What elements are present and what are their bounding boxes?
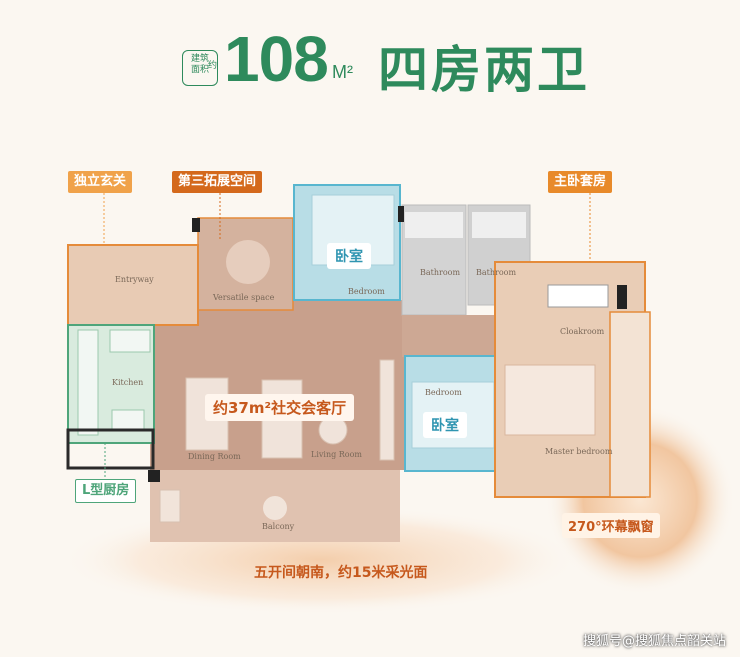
room-label-versatile: Versatile space bbox=[213, 293, 275, 302]
room-label-dining: Dining Room bbox=[188, 452, 241, 461]
callout-entry: 独立玄关 bbox=[68, 171, 133, 193]
area-tag-line1: 建筑 bbox=[190, 54, 209, 64]
callout-kitchen: L型厨房 bbox=[75, 479, 137, 503]
room-label-bathroom-1: Bathroom bbox=[420, 268, 461, 277]
page-title: 四房两卫 bbox=[378, 41, 590, 99]
callout-third-room: 第三拓展空间 bbox=[172, 171, 263, 193]
room-label-cloakroom: Cloakroom bbox=[560, 327, 605, 336]
bay-window-label: 270°环幕飘窗 bbox=[562, 513, 660, 538]
room-label-bedroom-top: Bedroom bbox=[348, 287, 385, 296]
room-label-kitchen: Kitchen bbox=[112, 378, 144, 387]
living-room-highlight: 约37m²社交会客厅 bbox=[205, 394, 355, 421]
watermark: 搜狐号@搜狐焦点韶关站 bbox=[582, 634, 726, 649]
room-label-bathroom-2: Bathroom bbox=[476, 268, 517, 277]
south-facing-label: 五开间朝南，约15米采光面 bbox=[254, 565, 428, 581]
area-number: 108 bbox=[224, 23, 329, 95]
area-tag: 建筑 面积 bbox=[182, 50, 218, 86]
room-label-balcony: Balcony bbox=[262, 522, 295, 531]
room-label-bedroom-mid: Bedroom bbox=[425, 388, 462, 397]
entryway-area bbox=[67, 244, 199, 326]
callout-master-suite: 主卧套房 bbox=[548, 171, 613, 193]
area-tag-line2: 面积 bbox=[190, 65, 209, 75]
room-label-living: Living Room bbox=[311, 450, 363, 459]
bedroom-mid-highlight: 卧室 bbox=[423, 412, 467, 438]
bay-window-panel bbox=[609, 311, 651, 498]
room-label-master: Master bedroom bbox=[545, 447, 613, 456]
bedroom-top-highlight: 卧室 bbox=[327, 243, 371, 269]
area-tag-approx: 约 bbox=[208, 61, 218, 71]
area-unit: M² bbox=[332, 62, 353, 82]
room-label-entryway: Entryway bbox=[115, 275, 154, 284]
